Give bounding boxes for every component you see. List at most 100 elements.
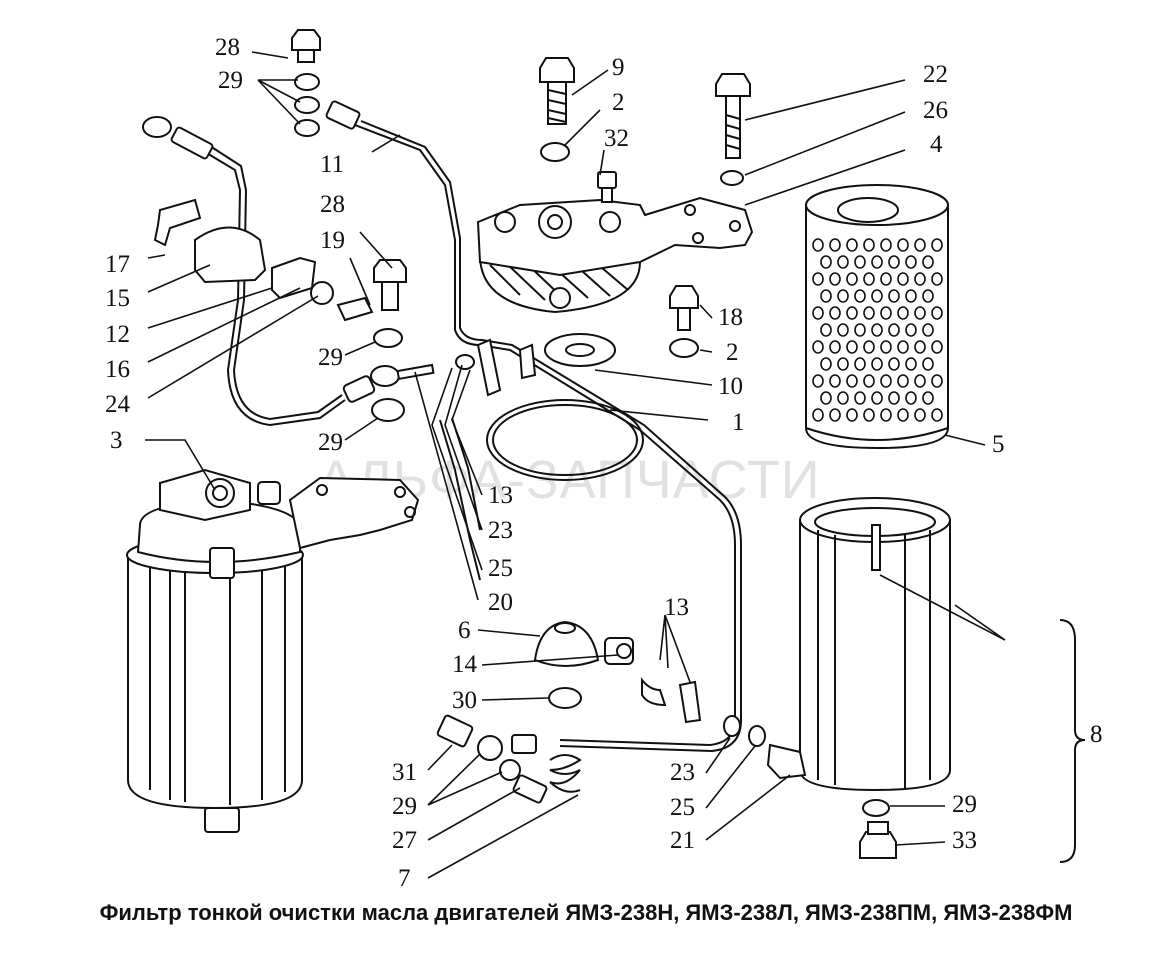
perforation-hole [905,357,917,371]
perforation-hole [829,306,841,320]
perforation-hole [880,272,892,286]
perforation-hole [914,272,926,286]
perforation-hole [888,357,900,371]
filter-cover [476,196,754,314]
callout-18: 18 [718,304,743,331]
perforation-hole [871,357,883,371]
perforation-hole [837,391,849,405]
callout-23: 23 [670,759,695,786]
callout-20: 20 [488,589,513,616]
perforation-hole [922,255,934,269]
callout-27: 27 [392,827,417,854]
perforation-hole [871,391,883,405]
callout-12: 12 [105,321,130,348]
perforation-hole [846,408,858,422]
perforation-hole [854,255,866,269]
callout-29: 29 [392,793,417,820]
callout-6: 6 [458,617,471,644]
perforation-hole [837,357,849,371]
callout-24: 24 [105,391,131,418]
perforation-hole [863,408,875,422]
perforation-hole [820,289,832,303]
perforation-hole [863,374,875,388]
perforation-hole [812,340,824,354]
perforation-hole [905,289,917,303]
callout-32: 32 [604,125,629,152]
perforation-hole [820,357,832,371]
perforation-hole [846,340,858,354]
perforation-hole [863,238,875,252]
callout-8: 8 [1090,721,1103,748]
perforation-hole [812,408,824,422]
perforation-holes [812,238,943,422]
perforation-hole [871,255,883,269]
perforation-hole [837,255,849,269]
perforation-hole [820,255,832,269]
callout-5: 5 [992,431,1005,458]
perforation-hole [846,306,858,320]
callout-9: 9 [612,54,625,81]
callout-16: 16 [105,356,130,383]
callout-29: 29 [952,791,977,818]
perforation-hole [914,408,926,422]
perforation-hole [914,306,926,320]
perforation-hole [931,306,943,320]
perforation-hole [854,289,866,303]
assembled-filter-left [126,468,420,833]
perforation-hole [846,238,858,252]
perforation-hole [931,272,943,286]
perforation-hole [846,374,858,388]
callout-13: 13 [664,594,689,621]
perforation-hole [922,357,934,371]
perforation-hole [905,323,917,337]
perforation-hole [854,323,866,337]
perforation-hole [837,323,849,337]
perforation-hole [829,272,841,286]
perforation-hole [922,323,934,337]
perforation-hole [854,391,866,405]
callout-7: 7 [398,865,411,892]
callout-2: 2 [612,89,625,116]
callout-30: 30 [452,687,477,714]
callout-3: 3 [110,427,123,454]
callout-33: 33 [952,827,977,854]
perforation-hole [897,408,909,422]
callout-29: 29 [318,429,343,456]
callout-2: 2 [726,339,739,366]
callout-15: 15 [105,285,130,312]
callout-28: 28 [215,34,240,61]
perforation-hole [888,255,900,269]
perforation-hole [922,289,934,303]
perforation-hole [837,289,849,303]
perforation-hole [829,408,841,422]
callout-25: 25 [488,555,513,582]
perforation-hole [888,391,900,405]
callout-14: 14 [452,651,478,678]
filter-element [805,184,949,450]
perforation-hole [854,357,866,371]
callout-1: 1 [732,409,745,436]
perforation-hole [863,272,875,286]
perforation-hole [905,391,917,405]
perforation-hole [846,272,858,286]
callout-25: 25 [670,794,695,821]
perforation-hole [871,289,883,303]
perforation-hole [812,238,824,252]
perforation-hole [880,238,892,252]
perforation-hole [820,391,832,405]
perforation-hole [829,238,841,252]
perforation-hole [871,323,883,337]
perforation-hole [863,340,875,354]
perforation-hole [914,340,926,354]
perforation-hole [931,374,943,388]
perforation-hole [880,306,892,320]
perforation-hole [880,340,892,354]
callout-23: 23 [488,517,513,544]
diagram-caption: Фильтр тонкой очистки масла двигателей Я… [99,900,1073,925]
perforation-hole [880,374,892,388]
perforation-hole [897,238,909,252]
perforation-hole [897,340,909,354]
perforation-hole [931,340,943,354]
perforation-hole [880,408,892,422]
